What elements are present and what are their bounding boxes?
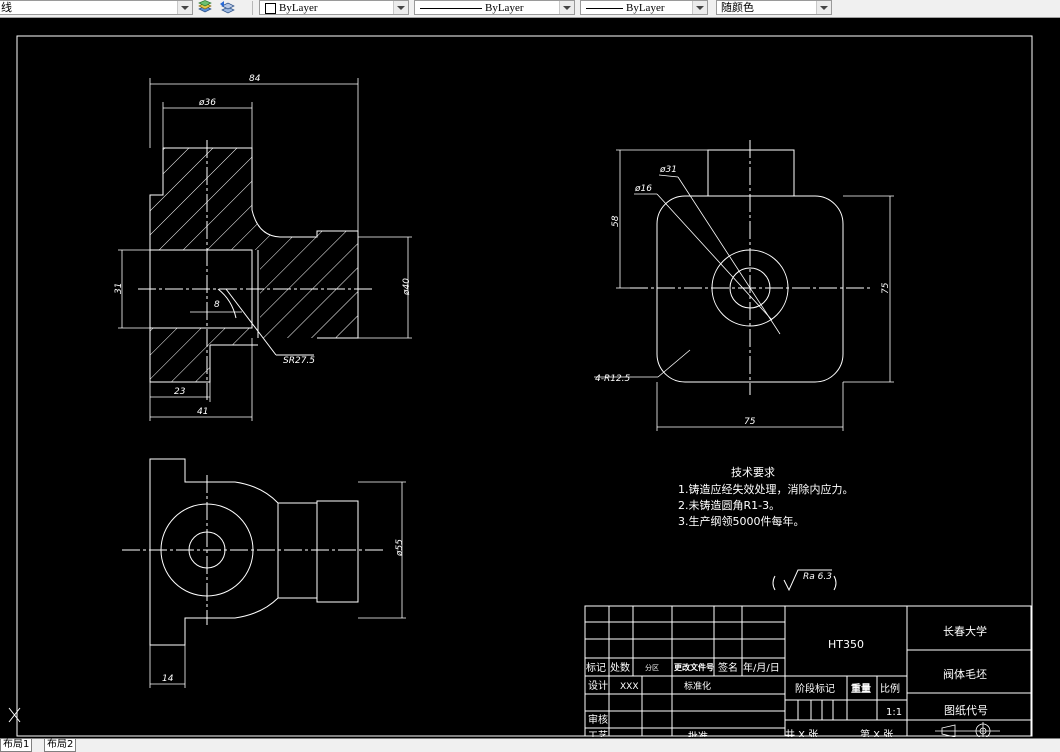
layout-tabs: 布局1 布局2 xyxy=(0,738,1060,752)
top-dimensions xyxy=(149,481,406,688)
sr-leader xyxy=(225,288,277,356)
color-swatch-icon xyxy=(265,3,276,14)
plotstyle-value: 随颜色 xyxy=(721,2,754,14)
lineweight-combo[interactable]: ByLayer xyxy=(580,0,708,15)
drawing-canvas[interactable]: 84 ø36 31 8 23 41 ø40 SR27.5 58 ø31 ø16 … xyxy=(0,17,1060,743)
top-view[interactable] xyxy=(122,458,385,646)
properties-toolbar: 线 ByLayer ByLayer ByLayer 随颜色 xyxy=(0,0,1060,18)
layer-states-icon[interactable] xyxy=(197,0,213,15)
leader-31 xyxy=(677,176,781,335)
top-outline xyxy=(149,458,359,646)
linetype-combo-value: 线 xyxy=(1,2,12,14)
toolbar-separator xyxy=(252,1,253,15)
notes-line2: 2.未铸造圆角R1-3。 xyxy=(678,498,780,512)
chevron-down-icon[interactable] xyxy=(692,1,707,14)
sheet-border xyxy=(16,35,1033,737)
leader-16 xyxy=(656,193,773,321)
dim-23: 23 xyxy=(174,387,186,397)
linetype-combo[interactable]: 线 xyxy=(0,0,193,15)
tb-school: 长春大学 xyxy=(943,624,987,638)
color-combo-value: ByLayer xyxy=(279,2,318,14)
notes-line3: 3.生产纲领5000件每年。 xyxy=(678,514,805,528)
tb-design: 设计 xyxy=(588,679,608,692)
tb-part-name: 阀体毛坯 xyxy=(943,667,987,681)
dim-31: 31 xyxy=(114,283,124,294)
linetype-bylayer-value: ByLayer xyxy=(485,2,524,14)
dim-40: ø40 xyxy=(402,278,412,296)
side-dimensions xyxy=(616,149,894,431)
ucs-icon xyxy=(8,707,21,723)
tab-layout2[interactable]: 布局2 xyxy=(44,739,77,752)
tb-scale-label: 比例 xyxy=(880,682,900,695)
plotstyle-combo[interactable]: 随颜色 xyxy=(716,0,832,15)
color-combo[interactable]: ByLayer xyxy=(259,0,409,15)
tb-place: 处数 xyxy=(610,661,630,674)
tb-standardize: 标准化 xyxy=(684,680,711,692)
dim-8: 8 xyxy=(214,300,220,310)
roughness-value: Ra 6.3 xyxy=(803,572,832,582)
dim-55: ø55 xyxy=(395,539,405,557)
tb-mark: 标记 xyxy=(586,662,606,674)
title-block xyxy=(584,605,1032,737)
tb-change-doc: 更改文件号 xyxy=(674,662,714,672)
layer-previous-icon[interactable] xyxy=(219,0,235,15)
tb-date: 年/月/日 xyxy=(743,661,780,674)
linetype-bylayer-combo[interactable]: ByLayer xyxy=(414,0,575,15)
tb-stage-mark: 阶段标记 xyxy=(795,682,835,695)
tb-review: 审核 xyxy=(588,713,608,726)
front-dimensions xyxy=(118,78,412,421)
tb-drawing-no: 图纸代号 xyxy=(944,704,988,717)
side-boss xyxy=(707,149,795,197)
tb-approve: 批准 xyxy=(688,730,708,737)
tb-total: 共 X 张 xyxy=(785,729,818,737)
lineweight-preview-line xyxy=(586,8,623,9)
dim-84: 84 xyxy=(249,74,261,84)
notes-line1: 1.铸造应经失效处理，消除内应力。 xyxy=(678,482,854,496)
dim-14: 14 xyxy=(162,674,174,684)
side-view[interactable] xyxy=(594,140,870,395)
chevron-down-icon[interactable] xyxy=(177,1,192,14)
dim-31b: ø31 xyxy=(659,165,677,175)
front-section-view[interactable] xyxy=(138,140,372,400)
projection-symbol-icon xyxy=(935,722,1000,739)
dim-41: 41 xyxy=(197,407,208,417)
chevron-down-icon[interactable] xyxy=(559,1,574,14)
dim-75h: 75 xyxy=(744,417,756,427)
tb-sign: 签名 xyxy=(718,661,738,674)
dim-r125: 4-R12.5 xyxy=(595,374,631,384)
lineweight-value: ByLayer xyxy=(626,2,665,14)
notes-title: 技术要求 xyxy=(731,466,775,479)
chevron-down-icon[interactable] xyxy=(393,1,408,14)
hatch-lower xyxy=(150,328,258,382)
leader-r125 xyxy=(657,349,691,378)
dim-sr: SR27.5 xyxy=(283,356,315,366)
front-outline xyxy=(163,147,359,339)
dim-75v: 75 xyxy=(881,282,891,294)
tb-process: 工艺 xyxy=(588,730,608,737)
roughness-symbol xyxy=(772,569,837,592)
dim-58: 58 xyxy=(611,215,621,227)
tb-zone: 分区 xyxy=(645,663,659,672)
tb-weight: 重量 xyxy=(851,682,871,695)
dim-36: ø36 xyxy=(198,98,216,108)
tb-designer: XXX xyxy=(620,682,639,692)
linetype-preview-line xyxy=(420,8,482,9)
hatch-upper xyxy=(150,148,358,338)
tab-layout1[interactable]: 布局1 xyxy=(0,739,33,752)
tb-sheet: 第 X 张 xyxy=(860,728,893,737)
chevron-down-icon[interactable] xyxy=(816,1,831,14)
sr-arc xyxy=(217,288,237,319)
tb-scale: 1:1 xyxy=(886,707,902,718)
dim-16: ø16 xyxy=(634,184,652,194)
tb-material: HT350 xyxy=(828,638,864,651)
